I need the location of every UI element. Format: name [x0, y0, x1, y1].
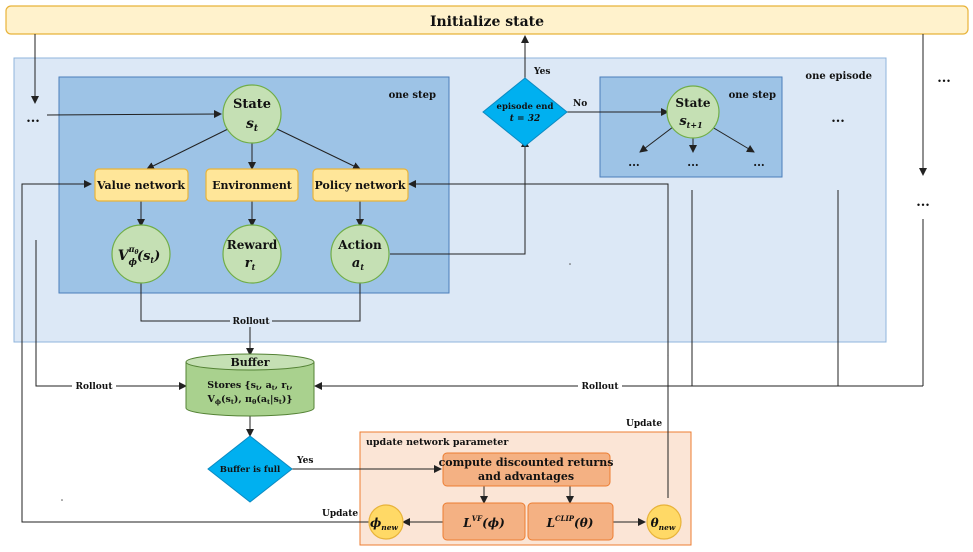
state-node: State st [222, 84, 282, 144]
compute-line2: and advantages [478, 470, 574, 483]
environment-box: Environment [205, 168, 299, 202]
state-next-title: State [675, 96, 711, 110]
episode-end-line2: t = 32 [510, 114, 541, 124]
state-title: State [233, 97, 271, 112]
buffer-cylinder: Buffer Stores {st, at, rt, Vϕ(st), πθ(at… [185, 353, 315, 417]
ellipsis-top-right: ... [937, 71, 951, 86]
policy-network-label: Policy network [315, 179, 406, 192]
ellipsis-step-2: ... [687, 156, 699, 169]
buffer-title: Buffer [230, 356, 269, 369]
ellipsis-left: ... [26, 111, 40, 126]
compute-line1: compute discounted returns [439, 456, 614, 469]
rollout-center-label: Rollout [232, 317, 270, 327]
phi-new-symbol: ϕnew [370, 516, 399, 532]
state-symbol: st [246, 116, 259, 134]
action-title: Action [337, 238, 382, 252]
phi-new-node: ϕnew [368, 504, 404, 540]
ellipsis-step-1: ... [628, 156, 640, 169]
initialize-state-bar: Initialize state [5, 5, 969, 35]
episode-end-diamond: episode end t = 32 [482, 77, 568, 147]
environment-label: Environment [212, 179, 293, 192]
loss-vf-box: LVF(ϕ) [442, 502, 526, 541]
update-left-label: Update [322, 509, 358, 519]
one-episode-label: one episode [805, 71, 872, 82]
action-symbol: at [352, 256, 364, 272]
state-next-symbol: st+1 [679, 114, 702, 130]
loss-clip-box: LCLIP(θ) [527, 502, 614, 541]
theta-new-node: θnew [646, 504, 682, 540]
loss-clip-symbol: LCLIP(θ) [546, 514, 594, 530]
buffer-line2: Vϕ(st), πθ(at|st)} [207, 394, 293, 406]
value-network-box: Value network [94, 168, 189, 202]
rollout-right-label: Rollout [581, 382, 619, 392]
one-step-label-next: one step [729, 90, 776, 101]
episode-end-line1: episode end [497, 102, 554, 112]
reward-symbol: rt [245, 256, 256, 272]
update-top-label: Update [626, 419, 662, 429]
ellipsis-right: ... [916, 195, 930, 210]
reward-title: Reward [227, 238, 278, 252]
compute-box: compute discounted returns and advantage… [439, 452, 614, 487]
yes-buffer-label: Yes [296, 456, 313, 466]
ellipsis-episode: ... [831, 111, 845, 126]
buffer-line1: Stores {st, at, rt, [207, 380, 293, 392]
buffer-full-label: Buffer is full [220, 465, 281, 475]
loss-vf-symbol: LVF(ϕ) [462, 514, 505, 530]
value-network-label: Value network [96, 179, 185, 192]
no-label: No [573, 99, 587, 109]
one-step-label: one step [389, 90, 436, 101]
action-node: Action at [330, 224, 390, 284]
buffer-full-diamond: Buffer is full [207, 435, 293, 503]
rollout-left-label: Rollout [75, 382, 113, 392]
state-next-node: State st+1 [666, 85, 720, 139]
reward-node: Reward rt [222, 224, 282, 284]
yes-label: Yes [533, 67, 550, 77]
initialize-state-label: Initialize state [430, 14, 544, 30]
ellipsis-step-3: ... [753, 156, 765, 169]
update-params-label: update network parameter [366, 437, 509, 448]
theta-new-symbol: θnew [651, 516, 676, 532]
policy-network-box: Policy network [312, 168, 409, 202]
